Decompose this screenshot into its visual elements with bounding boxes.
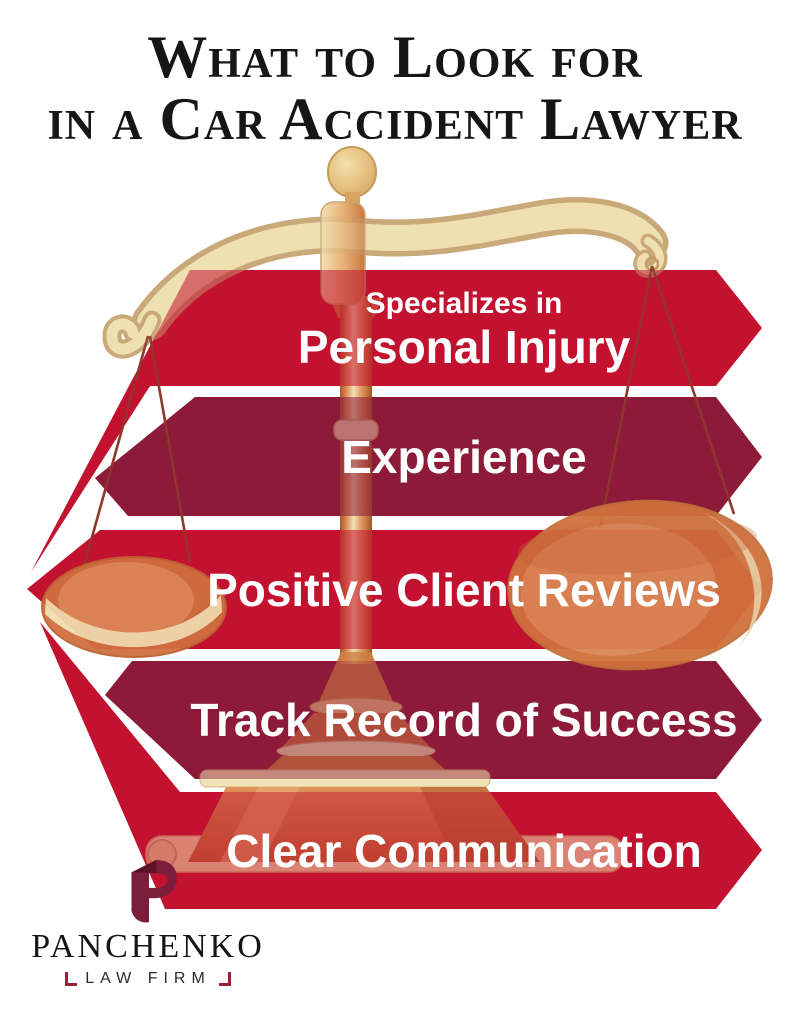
bracket-left-icon bbox=[65, 972, 78, 986]
page-title: What to Look for in a Car Accident Lawye… bbox=[0, 26, 790, 150]
banner-label-track-record: Track Record of Success bbox=[190, 694, 738, 746]
banner-shape-experience bbox=[95, 397, 762, 516]
law-firm-logo: PANCHENKO LAW FIRM bbox=[12, 858, 284, 988]
banner-shape-specializes bbox=[31, 270, 762, 572]
banner-sub-text: Specializes in bbox=[365, 287, 563, 320]
banner-label-communication: Clear Communication bbox=[226, 824, 702, 877]
banner-shape-track-record bbox=[105, 661, 762, 779]
page-title-line1: What to Look for bbox=[147, 24, 643, 90]
banner-label-specializes: Specializes in Personal Injury bbox=[158, 270, 770, 386]
banner-main-text: Personal Injury bbox=[297, 321, 631, 373]
banner-label-experience: Experience bbox=[341, 430, 587, 483]
page-title-line2: in a Car Accident Lawyer bbox=[47, 86, 743, 152]
logo-monogram-icon bbox=[131, 859, 177, 923]
logo-name: PANCHENKO bbox=[31, 928, 265, 965]
logo-tagline: LAW FIRM bbox=[85, 970, 211, 987]
banner-label-reviews: Positive Client Reviews bbox=[207, 563, 721, 616]
bracket-right-icon bbox=[218, 972, 231, 986]
logo-tagline-row: LAW FIRM bbox=[12, 970, 284, 988]
